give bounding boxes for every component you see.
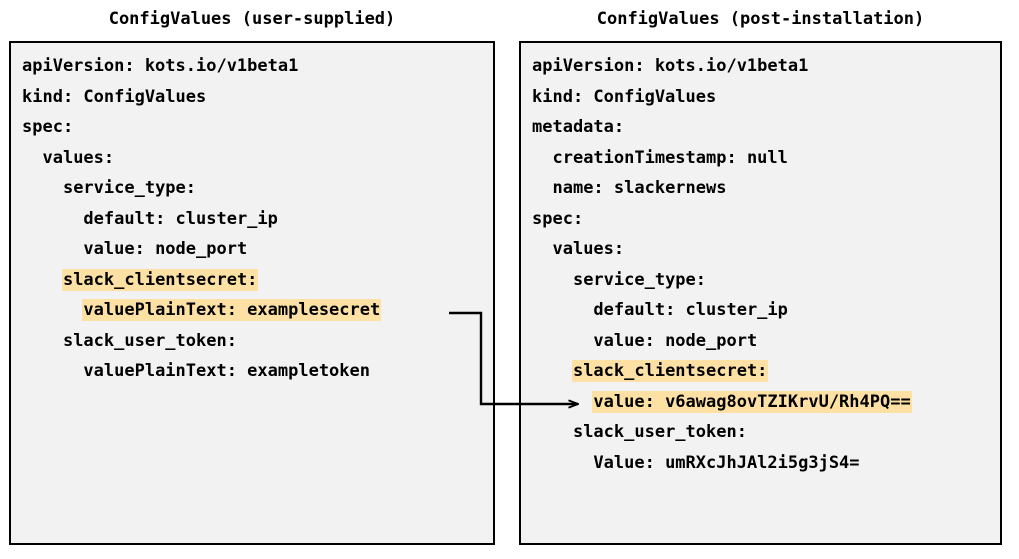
- user-supplied-line: kind: ConfigValues: [11, 82, 493, 113]
- post-installation-line: values:: [521, 234, 1000, 265]
- post-installation-line: service_type:: [521, 265, 1000, 296]
- user-supplied-line: default: cluster_ip: [11, 204, 493, 235]
- indent-spacer: [22, 331, 63, 351]
- post-installation-line: spec:: [521, 204, 1000, 235]
- yaml-text: valuePlainText: exampletoken: [83, 361, 370, 381]
- yaml-text: apiVersion: kots.io/v1beta1: [22, 56, 299, 76]
- post-installation-line: name: slackernews: [521, 173, 1000, 204]
- indent-spacer: [22, 148, 42, 168]
- user-supplied-line: service_type:: [11, 173, 493, 204]
- post-installation-line: slack_user_token:: [521, 417, 1000, 448]
- user-supplied-line: values:: [11, 143, 493, 174]
- indent-spacer: [22, 361, 83, 381]
- yaml-text: values:: [552, 239, 625, 259]
- user-supplied-line: spec:: [11, 112, 493, 143]
- panel-title-user-supplied: ConfigValues (user-supplied): [108, 9, 396, 29]
- yaml-text: service_type:: [62, 178, 197, 198]
- yaml-code-block-post-installation: apiVersion: kots.io/v1beta1 kind: ConfigV…: [521, 43, 1000, 543]
- indent-spacer: [22, 239, 83, 259]
- indent-spacer: [532, 331, 593, 351]
- post-installation-line: kind: ConfigValues: [521, 82, 1000, 113]
- yaml-code-block-user-supplied: apiVersion: kots.io/v1beta1 kind: ConfigV…: [11, 43, 493, 543]
- indent-spacer: [22, 178, 63, 198]
- post-installation-line: slack_clientsecret:: [521, 356, 1000, 387]
- post-installation-line: Value: umRXcJhJAl2i5g3jS4=: [521, 448, 1000, 479]
- indent-spacer: [532, 453, 593, 473]
- post-installation-line: metadata:: [521, 112, 1000, 143]
- indent-spacer: [532, 148, 552, 168]
- yaml-text: service_type:: [572, 269, 707, 290]
- post-installation-line: value: node_port: [521, 326, 1000, 357]
- yaml-text: value: node_port: [83, 239, 248, 259]
- yaml-text: spec:: [532, 208, 584, 229]
- highlighted-yaml-text: slack_clientsecret:: [572, 361, 768, 381]
- yaml-text: default: cluster_ip: [83, 208, 278, 229]
- post-installation-line: apiVersion: kots.io/v1beta1: [521, 51, 1000, 82]
- yaml-text: kind: ConfigValues: [22, 86, 207, 107]
- user-supplied-line: slack_clientsecret:: [11, 265, 493, 296]
- config-values-panel-post-installation: apiVersion: kots.io/v1beta1 kind: ConfigV…: [519, 41, 1002, 545]
- indent-spacer: [532, 178, 552, 198]
- user-supplied-line: valuePlainText: exampletoken: [11, 356, 493, 387]
- user-supplied-line: slack_user_token:: [11, 326, 493, 357]
- indent-spacer: [22, 209, 83, 229]
- post-installation-line: creationTimestamp: null: [521, 143, 1000, 174]
- yaml-text: values:: [42, 147, 115, 168]
- indent-spacer: [532, 239, 552, 259]
- highlighted-yaml-text: value: v6awag8ovTZIKrvU/Rh4PQ==: [593, 391, 911, 412]
- user-supplied-line: valuePlainText: examplesecret: [11, 295, 493, 326]
- panel-title-post-installation: ConfigValues (post-installation): [596, 9, 925, 29]
- indent-spacer: [532, 361, 573, 381]
- user-supplied-line: apiVersion: kots.io/v1beta1: [11, 51, 493, 82]
- indent-spacer: [532, 392, 593, 412]
- indent-spacer: [22, 270, 63, 290]
- user-supplied-line: value: node_port: [11, 234, 493, 265]
- post-installation-line: value: v6awag8ovTZIKrvU/Rh4PQ==: [521, 387, 1000, 418]
- yaml-text: slack_user_token:: [572, 422, 747, 442]
- indent-spacer: [22, 300, 83, 320]
- config-values-panel-user-supplied: apiVersion: kots.io/v1beta1 kind: ConfigV…: [9, 41, 495, 545]
- yaml-text: creationTimestamp: null: [552, 147, 788, 168]
- yaml-text: name: slackernews: [552, 178, 727, 198]
- yaml-text: Value: umRXcJhJAl2i5g3jS4=: [593, 452, 860, 473]
- yaml-text: apiVersion: kots.io/v1beta1: [532, 56, 809, 76]
- highlighted-yaml-text: valuePlainText: examplesecret: [83, 300, 381, 320]
- post-installation-line: default: cluster_ip: [521, 295, 1000, 326]
- yaml-text: kind: ConfigValues: [532, 86, 717, 107]
- indent-spacer: [532, 300, 593, 320]
- yaml-text: metadata:: [532, 117, 625, 137]
- indent-spacer: [532, 422, 573, 442]
- indent-spacer: [532, 270, 573, 290]
- highlighted-yaml-text: slack_clientsecret:: [62, 269, 258, 290]
- yaml-text: default: cluster_ip: [593, 300, 788, 320]
- yaml-text: slack_user_token:: [62, 330, 237, 351]
- yaml-text: spec:: [22, 117, 74, 137]
- yaml-text: value: node_port: [593, 330, 758, 351]
